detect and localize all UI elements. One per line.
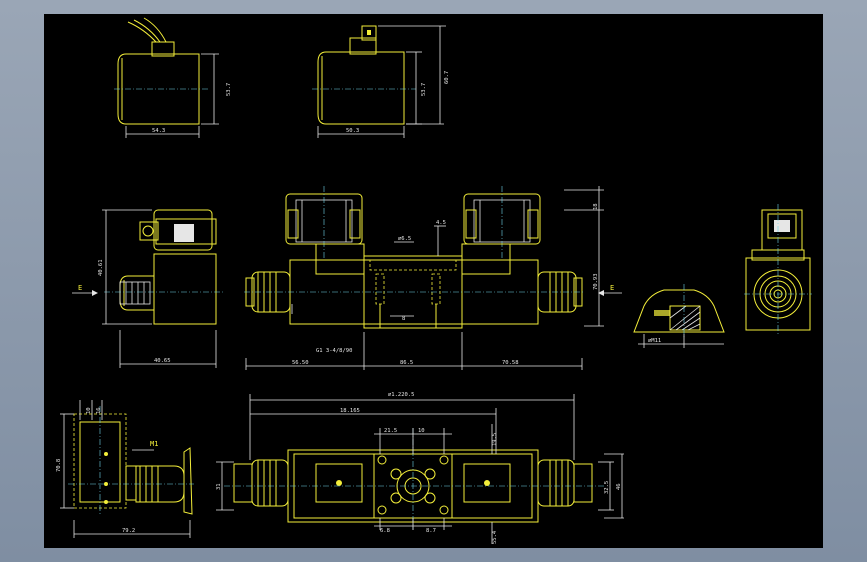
- plan-dim-right-b: 46: [616, 483, 622, 490]
- front-dim-port: 8: [402, 316, 405, 322]
- coil-right-width: 50.3: [346, 128, 359, 134]
- plan-dim-d: 6.8: [380, 528, 390, 534]
- plan-dim-b: 10: [418, 428, 425, 434]
- side-top-dim-a: 10: [86, 407, 92, 414]
- coil-left-height: 53.7: [226, 83, 232, 96]
- plan-dim-c: 19.5: [492, 433, 498, 446]
- front-dim-left: 56.50: [292, 360, 309, 366]
- plan-dim-right-a: 32.5: [604, 481, 610, 494]
- front-left-width: 40.65: [154, 358, 171, 364]
- side-label: M1: [150, 440, 158, 448]
- section-label-right: E: [610, 284, 614, 292]
- side-height: 70.8: [56, 459, 62, 472]
- front-dim-mid: 86.5: [400, 360, 413, 366]
- front-dim-top-right: 18: [593, 203, 599, 210]
- section-label-left: E: [78, 284, 82, 292]
- plan-view: ∅1.220.5 18.165 21.5 10 19.5 6.8 8.7 32.…: [216, 392, 624, 544]
- plan-dim-bottom-right: 55.4: [492, 530, 498, 544]
- thread-note: G1 3-4/8/90: [316, 348, 352, 354]
- coil-left-width: 54.3: [152, 128, 165, 134]
- plan-dim-e: 8.7: [426, 528, 436, 534]
- front-dim-right-height: 70.93: [593, 273, 599, 290]
- coil-view-left: 54.3 53.7: [114, 17, 232, 138]
- plan-sub-length: 18.165: [340, 408, 360, 414]
- front-dim-hole: ∅6.5: [398, 236, 411, 242]
- side-top-dim-b: 16: [96, 407, 102, 414]
- front-view-left: 40.61 40.65 E: [72, 209, 224, 368]
- side-width: 79.2: [122, 528, 135, 534]
- plan-total-length: ∅1.220.5: [388, 392, 415, 398]
- section-view: ∅M11: [633, 284, 725, 348]
- coil-view-right: 50.3 53.7 60.7: [312, 25, 450, 138]
- cad-drawing: 54.3 53.7 50.3 53.7 60.7: [56, 17, 812, 544]
- coil-right-height: 53.7: [421, 83, 427, 96]
- front-left-height: 40.61: [98, 259, 104, 276]
- coil-right-total-height: 60.7: [444, 71, 450, 84]
- front-dim-right: 70.58: [502, 360, 519, 366]
- side-view: 10 16 70.8 79.2 M1: [56, 400, 194, 538]
- end-view: [744, 204, 812, 334]
- plan-dim-left: 31: [216, 483, 222, 490]
- plan-dim-a: 21.5: [384, 428, 397, 434]
- front-view-main: 56.50 86.5 70.58 G1 3-4/8/90 18 70.93 ∅6…: [244, 186, 622, 370]
- front-dim-small: 4.5: [436, 220, 446, 226]
- section-hole-label: ∅M11: [648, 338, 661, 344]
- cad-drawing-canvas: 54.3 53.7 50.3 53.7 60.7: [44, 14, 823, 548]
